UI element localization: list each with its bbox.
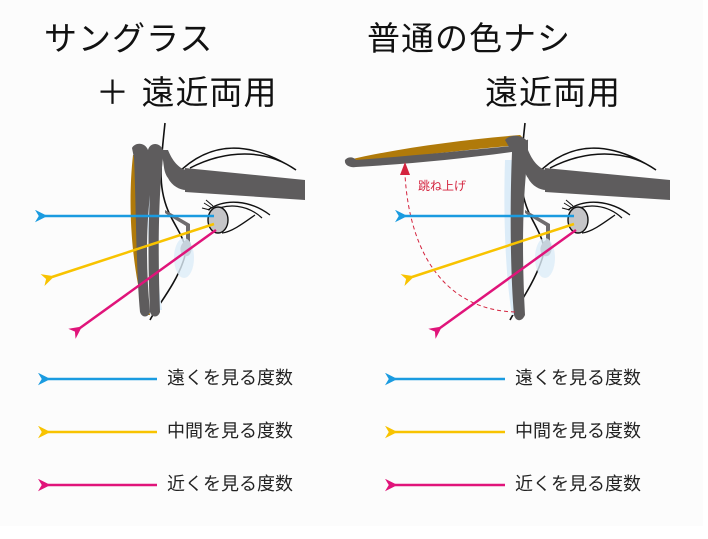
right-eyebrow [535,147,657,176]
left-title-line2: ＋ 遠近両用 [96,73,278,112]
right-title-line2: 遠近両用 [485,73,621,112]
right-legend-mid-label: 中間を見る度数 [515,421,641,442]
left-legend [38,372,157,492]
right-mid-sight-line [400,222,575,287]
left-temple-arm [185,168,305,200]
left-legend-far-label: 遠くを見る度数 [167,368,293,389]
right-flipped-frame [344,139,529,168]
left-mid-sight-line [40,222,215,287]
flip-up-label: 跳ね上げ [418,179,467,193]
left-hinge [160,150,186,190]
right-illustration [344,122,670,339]
left-eye-icon [201,199,271,234]
right-frame-front [505,135,528,321]
right-legend-far-label: 遠くを見る度数 [515,368,641,389]
left-title-line1: サングラス [44,19,214,58]
right-temple-arm [545,168,670,200]
right-eye-icon [561,199,631,234]
flip-up-arc [404,174,516,313]
diagram-canvas [0,0,703,526]
left-eyebrow [175,147,297,176]
left-legend-near-label: 近くを見る度数 [167,474,293,495]
left-illustration [35,122,305,339]
left-near-sight-line [68,228,217,339]
right-near-sight-line [428,228,577,339]
flip-up-arrow-icon [400,162,410,175]
right-legend-near-label: 近くを見る度数 [515,474,641,495]
left-legend-mid-label: 中間を見る度数 [167,421,293,442]
left-frame-front [132,143,163,317]
right-flipped-tint [348,135,523,163]
right-title-line1: 普通の色ナシ [367,19,571,58]
right-legend [385,372,505,492]
